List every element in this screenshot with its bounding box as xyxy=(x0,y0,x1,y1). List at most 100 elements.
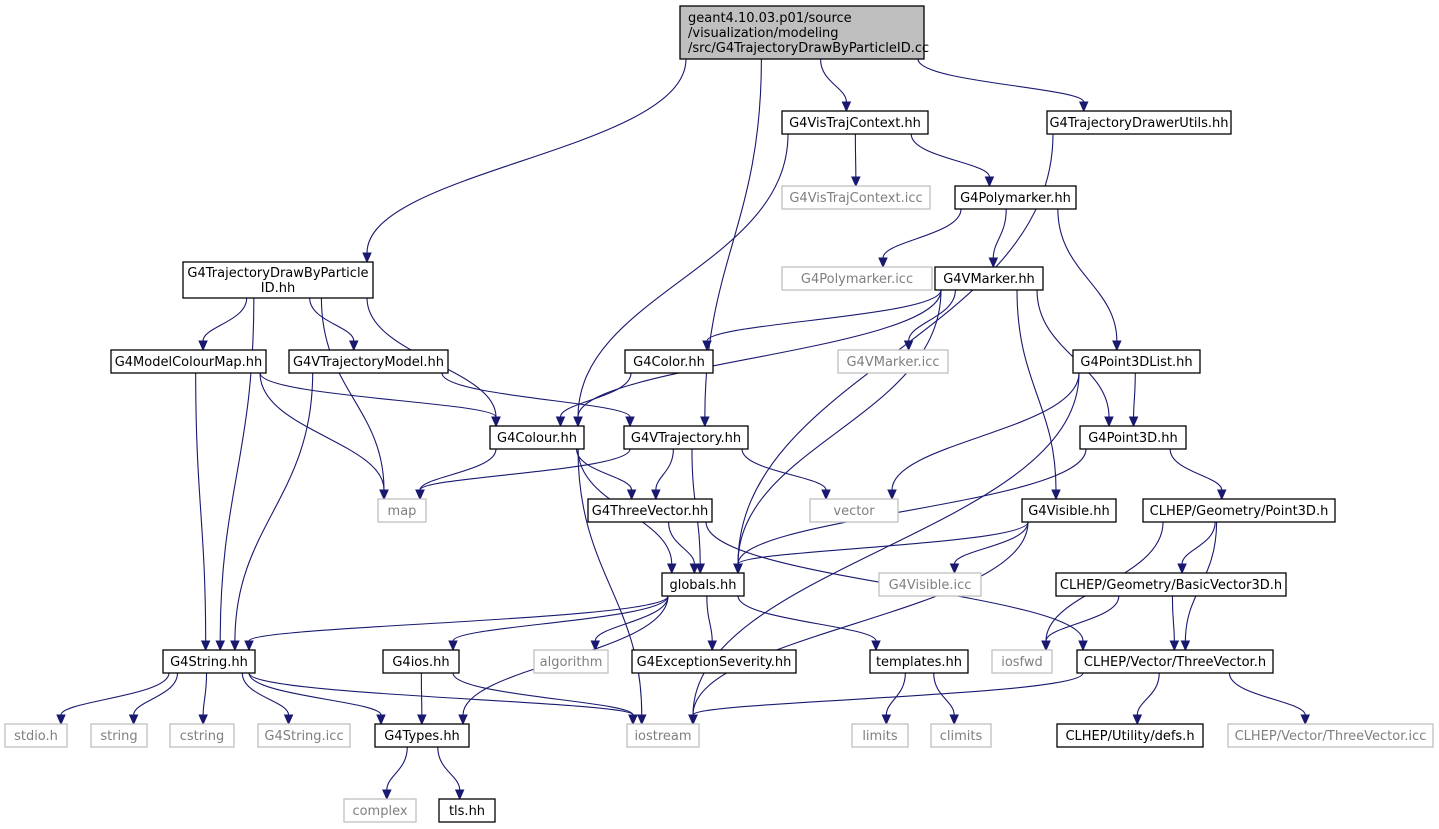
node-templates[interactable]: templates.hh xyxy=(869,649,969,674)
node-g4string[interactable]: G4String.hh xyxy=(162,649,256,674)
node-colour[interactable]: G4Colour.hh xyxy=(489,425,585,450)
edge-polymarker-to-point3dlist xyxy=(1057,208,1122,352)
node-box xyxy=(533,649,609,674)
node-box xyxy=(257,723,351,748)
node-box xyxy=(489,425,585,450)
node-label: limits xyxy=(862,729,898,744)
edge-vistrajcontext-to-polymarker xyxy=(910,133,995,188)
edge-vtrajectorymodel-to-g4string xyxy=(230,372,314,652)
node-point3dlist[interactable]: G4Point3DList.hh xyxy=(1072,349,1201,374)
edge-line xyxy=(692,672,1084,716)
node-label: G4ios.hh xyxy=(392,655,449,670)
node-drawerutils[interactable]: G4TrajectoryDrawerUtils.hh xyxy=(1046,110,1232,135)
node-clhep-basicvector3d[interactable]: CLHEP/Geometry/BasicVector3D.h xyxy=(1055,572,1287,597)
node-label: G4VTrajectory.hh xyxy=(631,431,741,446)
edge-globals-to-exceptionseverity xyxy=(706,595,717,652)
edge-g4string-to-string xyxy=(128,672,179,726)
edge-g4string-to-g4types xyxy=(248,672,386,726)
edge-line xyxy=(195,372,207,642)
node-exceptionseverity[interactable]: G4ExceptionSeverity.hh xyxy=(631,649,797,674)
edge-arrowhead xyxy=(382,789,392,801)
node-label: G4VisTrajContext.icc xyxy=(789,191,922,206)
node-visible[interactable]: G4Visible.hh xyxy=(1021,498,1117,523)
edge-line xyxy=(910,133,990,178)
edge-polymarker-to-polymarker-icc xyxy=(878,208,962,269)
edge-colour-to-map xyxy=(415,448,497,501)
node-vtrajectorymodel[interactable]: G4VTrajectoryModel.hh xyxy=(288,349,449,374)
edge-arrowhead xyxy=(695,563,706,575)
edge-arrowhead xyxy=(881,714,892,726)
edge-line xyxy=(655,448,674,491)
edge-line xyxy=(202,297,248,342)
edge-arrowhead xyxy=(349,340,359,352)
edge-arrowhead xyxy=(636,714,647,726)
edge-main-to-vistrajcontext xyxy=(820,58,852,113)
edge-arrowhead xyxy=(949,563,960,575)
node-vtrajectory[interactable]: G4VTrajectory.hh xyxy=(623,425,749,450)
node-box xyxy=(1046,110,1232,135)
node-vmarker[interactable]: G4VMarker.hh xyxy=(934,266,1044,291)
node-modelcolourmap[interactable]: G4ModelColourMap.hh xyxy=(110,349,267,374)
edge-arrowhead xyxy=(1104,416,1114,428)
edge-clhep-threevector-to-clhep-defs xyxy=(1132,672,1160,726)
edge-line xyxy=(1133,372,1136,418)
node-iosfwd: iosfwd xyxy=(991,649,1053,674)
node-box xyxy=(930,723,992,748)
node-label: CLHEP/Vector/ThreeVector.h xyxy=(1084,655,1266,670)
edge-arrowhead xyxy=(689,563,700,575)
node-clhep-defs[interactable]: CLHEP/Utility/defs.h xyxy=(1056,723,1204,748)
edge-vtrajectorymodel-to-vtrajectory xyxy=(441,372,635,428)
node-tls[interactable]: tls.hh xyxy=(438,798,496,823)
node-clhep-threevector[interactable]: CLHEP/Vector/ThreeVector.h xyxy=(1076,649,1274,674)
node-label: iosfwd xyxy=(1001,655,1043,670)
edge-line xyxy=(577,133,789,418)
edge-templates-to-climits xyxy=(933,672,959,726)
node-box xyxy=(587,498,713,523)
edge-arrowhead xyxy=(626,489,637,501)
node-g4ios[interactable]: G4ios.hh xyxy=(382,649,460,674)
edge-arrowhead xyxy=(1300,714,1311,726)
edge-g4string-to-cstring xyxy=(198,672,208,726)
node-drawbyparticle[interactable]: G4TrajectoryDrawByParticleID.hh xyxy=(182,261,374,299)
node-box xyxy=(1056,723,1204,748)
node-label: G4VTrajectoryModel.hh xyxy=(293,355,444,370)
edge-arrowhead xyxy=(871,640,881,652)
node-globals[interactable]: globals.hh xyxy=(661,572,745,597)
node-clhep-point3d[interactable]: CLHEP/Geometry/Point3D.h xyxy=(1142,498,1336,523)
edge-line xyxy=(366,58,687,254)
node-label: G4ThreeVector.hh xyxy=(592,504,708,519)
edge-line xyxy=(953,521,1029,565)
edge-arrowhead xyxy=(283,714,294,726)
edge-line xyxy=(741,448,827,491)
node-threevector[interactable]: G4ThreeVector.hh xyxy=(587,498,713,523)
edge-line xyxy=(559,372,632,418)
edge-vtrajectory-to-map xyxy=(415,448,631,501)
edge-arrowhead xyxy=(376,714,386,726)
node-vistrajcontext[interactable]: G4VisTrajContext.hh xyxy=(781,110,929,135)
node-point3d[interactable]: G4Point3D.hh xyxy=(1079,425,1187,450)
node-label: G4VMarker.hh xyxy=(943,272,1035,287)
edge-g4types-to-tls xyxy=(437,746,465,801)
edge-arrowhead xyxy=(733,563,743,575)
edge-visible-to-iostream xyxy=(688,521,1029,726)
node-box xyxy=(1079,425,1187,450)
node-polymarker[interactable]: G4Polymarker.hh xyxy=(954,185,1077,210)
node-label: G4Point3D.hh xyxy=(1088,431,1178,446)
node-box xyxy=(837,349,949,374)
edge-visible-to-globals xyxy=(733,521,1029,575)
node-g4color[interactable]: G4Color.hh xyxy=(624,349,714,374)
edge-point3dlist-to-point3d xyxy=(1128,372,1139,428)
node-label: /visualization/modeling xyxy=(688,26,839,41)
node-label: G4Point3DList.hh xyxy=(1080,355,1192,370)
node-main[interactable]: geant4.10.03.p01/source/visualization/mo… xyxy=(679,5,929,60)
edge-clhep-point3d-to-clhep-basicvector3d xyxy=(1177,521,1216,575)
edge-vistrajcontext-to-vistrajcontext-icc xyxy=(851,133,861,188)
node-complex: complex xyxy=(343,798,417,823)
node-g4types[interactable]: G4Types.hh xyxy=(374,723,470,748)
node-label: G4ModelColourMap.hh xyxy=(115,355,263,370)
edge-line xyxy=(992,208,1007,259)
edge-line xyxy=(60,672,170,716)
edge-arrowhead xyxy=(56,714,66,726)
node-label: G4VisTrajContext.hh xyxy=(789,116,921,131)
edge-arrowhead xyxy=(700,416,710,428)
